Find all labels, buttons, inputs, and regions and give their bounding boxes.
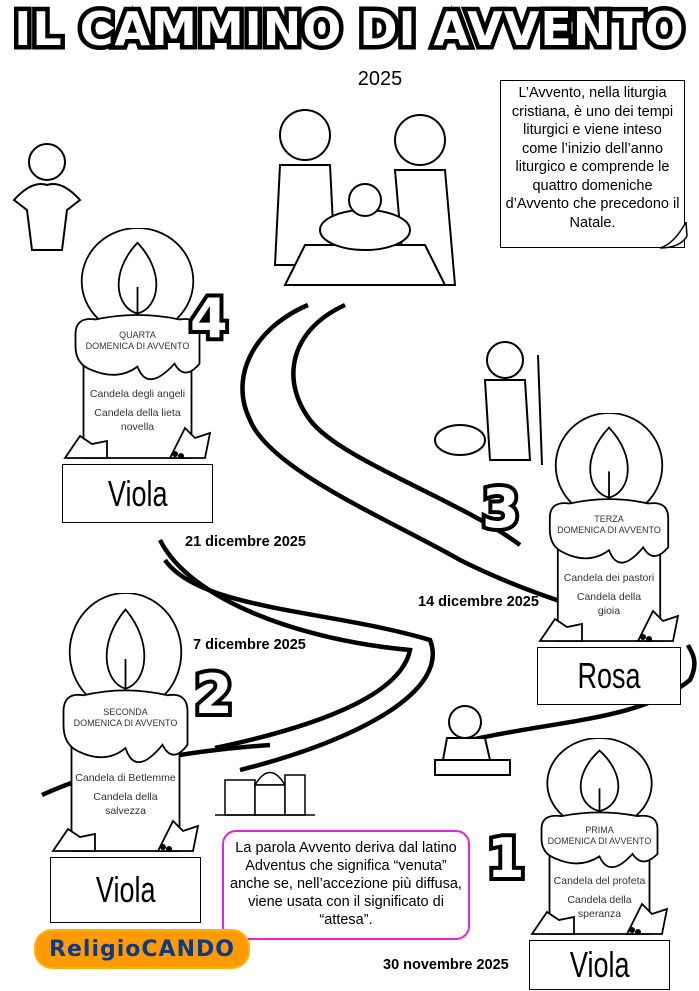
holly-leaf-icon — [168, 426, 212, 459]
candle-meaning: Candela della gioia — [576, 590, 642, 617]
candle-color-label: Viola — [529, 940, 670, 990]
holly-leaf-icon — [63, 434, 108, 459]
prophet-illustration — [434, 705, 511, 776]
week-number-4: 4 — [186, 287, 231, 350]
adventus-note: La parola Avvento deriva dal latino Adve… — [222, 830, 470, 940]
candle-name: Candela dei pastori — [563, 571, 655, 584]
week-number-1: 1 — [483, 827, 528, 890]
candle-meaning: Candela della speranza — [567, 894, 632, 921]
date-2: 7 dicembre 2025 — [193, 637, 306, 653]
angel-illustration — [12, 143, 82, 251]
holly-leaf-icon — [636, 609, 680, 642]
bethlehem-illustration — [215, 771, 315, 816]
holly-leaf-icon — [625, 902, 669, 935]
year: 2025 — [357, 68, 403, 90]
candle-color-label: Rosa — [537, 647, 681, 705]
date-4: 21 dicembre 2025 — [185, 534, 306, 550]
candle-meaning: Candela della lieta novella — [94, 407, 181, 434]
candle-drawing — [530, 738, 669, 935]
candle-color-label: Viola — [50, 857, 201, 923]
week-number-3: 3 — [478, 477, 523, 540]
page-title: IL CAMMINO DI AVVENTO — [10, 0, 688, 61]
candle-drawing — [63, 228, 212, 459]
page-curl-icon — [660, 222, 688, 249]
candle-drawing — [51, 593, 200, 852]
intro-note: L’Avvento, nella liturgia cristiana, è u… — [500, 80, 685, 248]
candle-name: Candela del profeta — [553, 875, 646, 888]
candle-color-label: Viola — [62, 464, 213, 523]
holly-leaf-icon — [538, 617, 583, 642]
candle-name: Candela di Betlemme — [75, 772, 176, 785]
holly-leaf-icon — [530, 910, 575, 935]
week-number-2: 2 — [191, 663, 236, 726]
candle-name: Candela degli angeli — [89, 388, 186, 401]
shepherd-illustration — [434, 341, 543, 466]
holy-family-illustration — [273, 109, 457, 286]
holly-leaf-icon — [156, 819, 200, 852]
holly-leaf-icon — [51, 827, 96, 852]
date-1: 30 novembre 2025 — [383, 957, 509, 973]
date-3: 14 dicembre 2025 — [418, 594, 539, 610]
candle-meaning: Candela della salvezza — [93, 791, 158, 818]
candle-drawing — [538, 413, 680, 642]
religiocando-logo: ReligioCANDO — [36, 931, 248, 967]
